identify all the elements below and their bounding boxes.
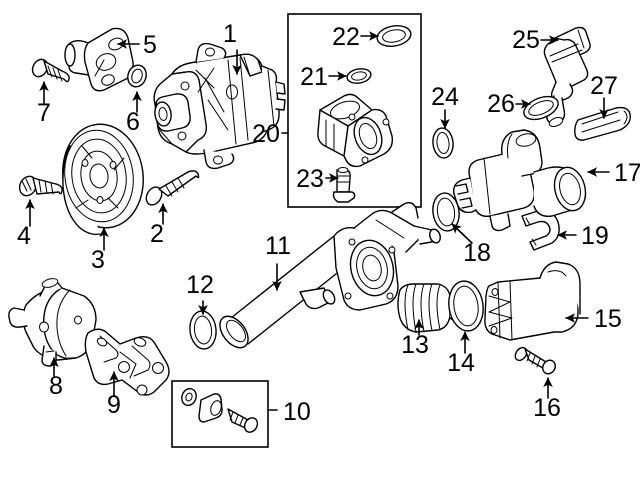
part-outlet-housing-oring: [432, 192, 460, 232]
part-auxiliary-water-pump: [8, 278, 97, 367]
part-adapter-housing: [317, 93, 394, 168]
part-adapter-small-oring: [346, 68, 372, 84]
part-cover-bolt: [514, 346, 556, 375]
callout-label-1: 1: [223, 20, 237, 48]
callout-label-8: 8: [49, 372, 63, 400]
part-water-pump-bolt: [145, 170, 200, 206]
callout-leaders: [25, 31, 610, 411]
callout-label-11: 11: [265, 232, 291, 260]
part-water-inlet-pipe: [219, 201, 441, 349]
callout-label-5: 5: [143, 31, 157, 59]
callout-label-19: 19: [581, 222, 609, 250]
adapter-assembly-box: [287, 13, 422, 208]
callout-label-10: 10: [283, 398, 311, 426]
callout-label-25: 25: [512, 26, 540, 54]
callout-label-3: 3: [91, 246, 105, 274]
part-pipe-seal-oring: [127, 64, 147, 88]
callout-label-22: 22: [332, 23, 360, 51]
part-pump-mounting-bracket: [84, 328, 170, 396]
part-adapter-bolt: [332, 167, 356, 203]
callout-label-9: 9: [107, 391, 121, 419]
part-water-pump-pulley: [62, 123, 144, 236]
callout-label-7: 7: [37, 99, 51, 127]
callout-label-4: 4: [17, 222, 31, 250]
callout-label-14: 14: [447, 349, 475, 377]
callout-label-18: 18: [463, 239, 491, 267]
callout-label-12: 12: [186, 271, 214, 299]
callout-label-21: 21: [300, 63, 328, 91]
callout-label-24: 24: [431, 83, 459, 111]
part-thermostat-housing-cover: [484, 261, 581, 341]
callout-numbers: 1 2 3 4 5 6 7 8 9 10 11 12 13 14 15 16 1…: [17, 20, 640, 426]
callout-label-6: 6: [126, 108, 140, 136]
hardware-kit-box: [171, 380, 269, 448]
callout-label-27: 27: [590, 72, 618, 100]
part-sensor-seal-oring: [523, 95, 559, 121]
part-sensor-retainer-clip: [574, 106, 631, 141]
part-pulley-bolt: [18, 175, 63, 197]
part-pipe-bolt: [31, 58, 70, 83]
callout-label-17: 17: [614, 159, 640, 187]
callout-label-16: 16: [533, 394, 561, 422]
callout-label-23: 23: [296, 165, 324, 193]
callout-label-2: 2: [150, 220, 164, 248]
callout-label-15: 15: [594, 305, 622, 333]
part-bracket-hardware-kit: [181, 387, 259, 433]
part-retaining-clip: [521, 210, 560, 251]
part-thermostat-gasket: [448, 280, 484, 332]
part-water-pump: [153, 42, 286, 170]
callout-label-13: 13: [401, 331, 429, 359]
part-water-outlet-housing: [452, 129, 587, 232]
part-coolant-temperature-sensor: [543, 26, 591, 127]
callout-label-26: 26: [487, 90, 515, 118]
callout-label-20: 20: [252, 120, 280, 148]
